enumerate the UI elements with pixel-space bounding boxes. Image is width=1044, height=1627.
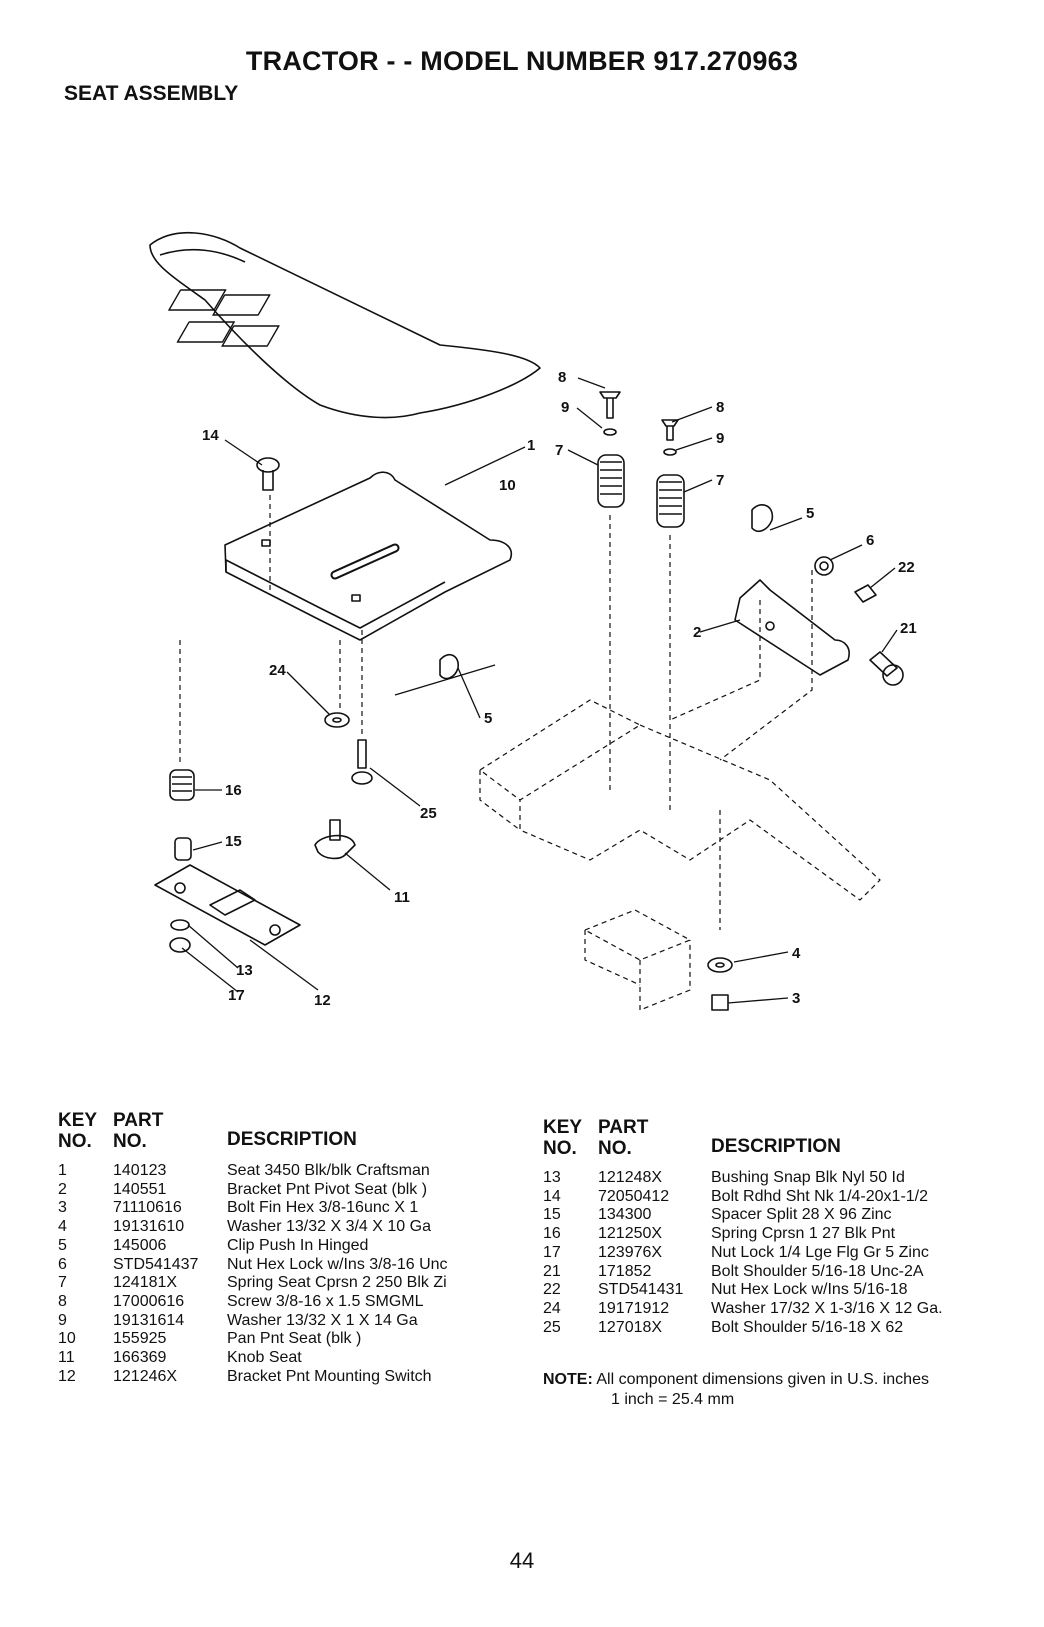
- knob-part: [314, 712, 373, 860]
- section-title: SEAT ASSEMBLY: [64, 82, 239, 105]
- note-line-1: All component dimensions given in U.S. i…: [596, 1371, 929, 1388]
- callout-7b: 7: [716, 472, 724, 489]
- spring-part: [597, 391, 685, 528]
- leader-lines: [181, 377, 898, 1004]
- callout-10: 10: [499, 477, 516, 494]
- callout-4: 4: [792, 945, 801, 962]
- callout-7a: 7: [555, 442, 563, 459]
- callout-25: 25: [420, 805, 437, 822]
- callout-12: 12: [314, 992, 331, 1009]
- callout-16: 16: [225, 782, 242, 799]
- note-label: NOTE:: [543, 1371, 593, 1388]
- callout-6: 6: [866, 532, 874, 549]
- tractor-frame: [179, 495, 881, 1011]
- bolt-part: [256, 457, 280, 491]
- note-line-2: 1 inch = 25.4 mm: [611, 1391, 735, 1408]
- switch-bracket-part: [154, 769, 301, 953]
- callout-labels: 1 14 10 8 9 7 8 9 7 5 6 22 2 21 24 5 16 …: [202, 369, 917, 1009]
- callout-17: 17: [228, 987, 245, 1004]
- washer-part: [707, 957, 733, 1011]
- callout-15: 15: [225, 833, 242, 850]
- callout-22: 22: [898, 559, 915, 576]
- callout-9a: 9: [561, 399, 569, 416]
- callout-11: 11: [394, 889, 410, 906]
- callout-24: 24: [269, 662, 286, 679]
- bracket-part: [439, 504, 904, 686]
- callout-8b: 8: [716, 399, 724, 416]
- callout-5a: 5: [806, 505, 814, 522]
- callout-21: 21: [900, 620, 917, 637]
- page-title: TRACTOR - - MODEL NUMBER 917.270963: [245, 46, 799, 76]
- callout-5b: 5: [484, 710, 492, 727]
- page-number: 44: [509, 1548, 535, 1573]
- callout-2: 2: [693, 624, 701, 641]
- description-header: DESCRIPTION: [711, 1136, 841, 1157]
- seat-assembly-diagram: 1 14 10 8 9 7 8 9 7 5 6 22 2 21 24 5 16 …: [149, 231, 917, 1011]
- seat-part: [149, 231, 541, 419]
- dimension-note: NOTE: All component dimensions given in …: [543, 1370, 929, 1410]
- description-header: DESCRIPTION: [227, 1129, 357, 1150]
- callout-14: 14: [202, 427, 219, 444]
- callout-9b: 9: [716, 430, 724, 447]
- seat-pan-part: [224, 471, 512, 641]
- callout-8a: 8: [558, 369, 566, 386]
- callout-13: 13: [236, 962, 253, 979]
- callout-1: 1: [527, 437, 535, 454]
- callout-3: 3: [792, 990, 800, 1007]
